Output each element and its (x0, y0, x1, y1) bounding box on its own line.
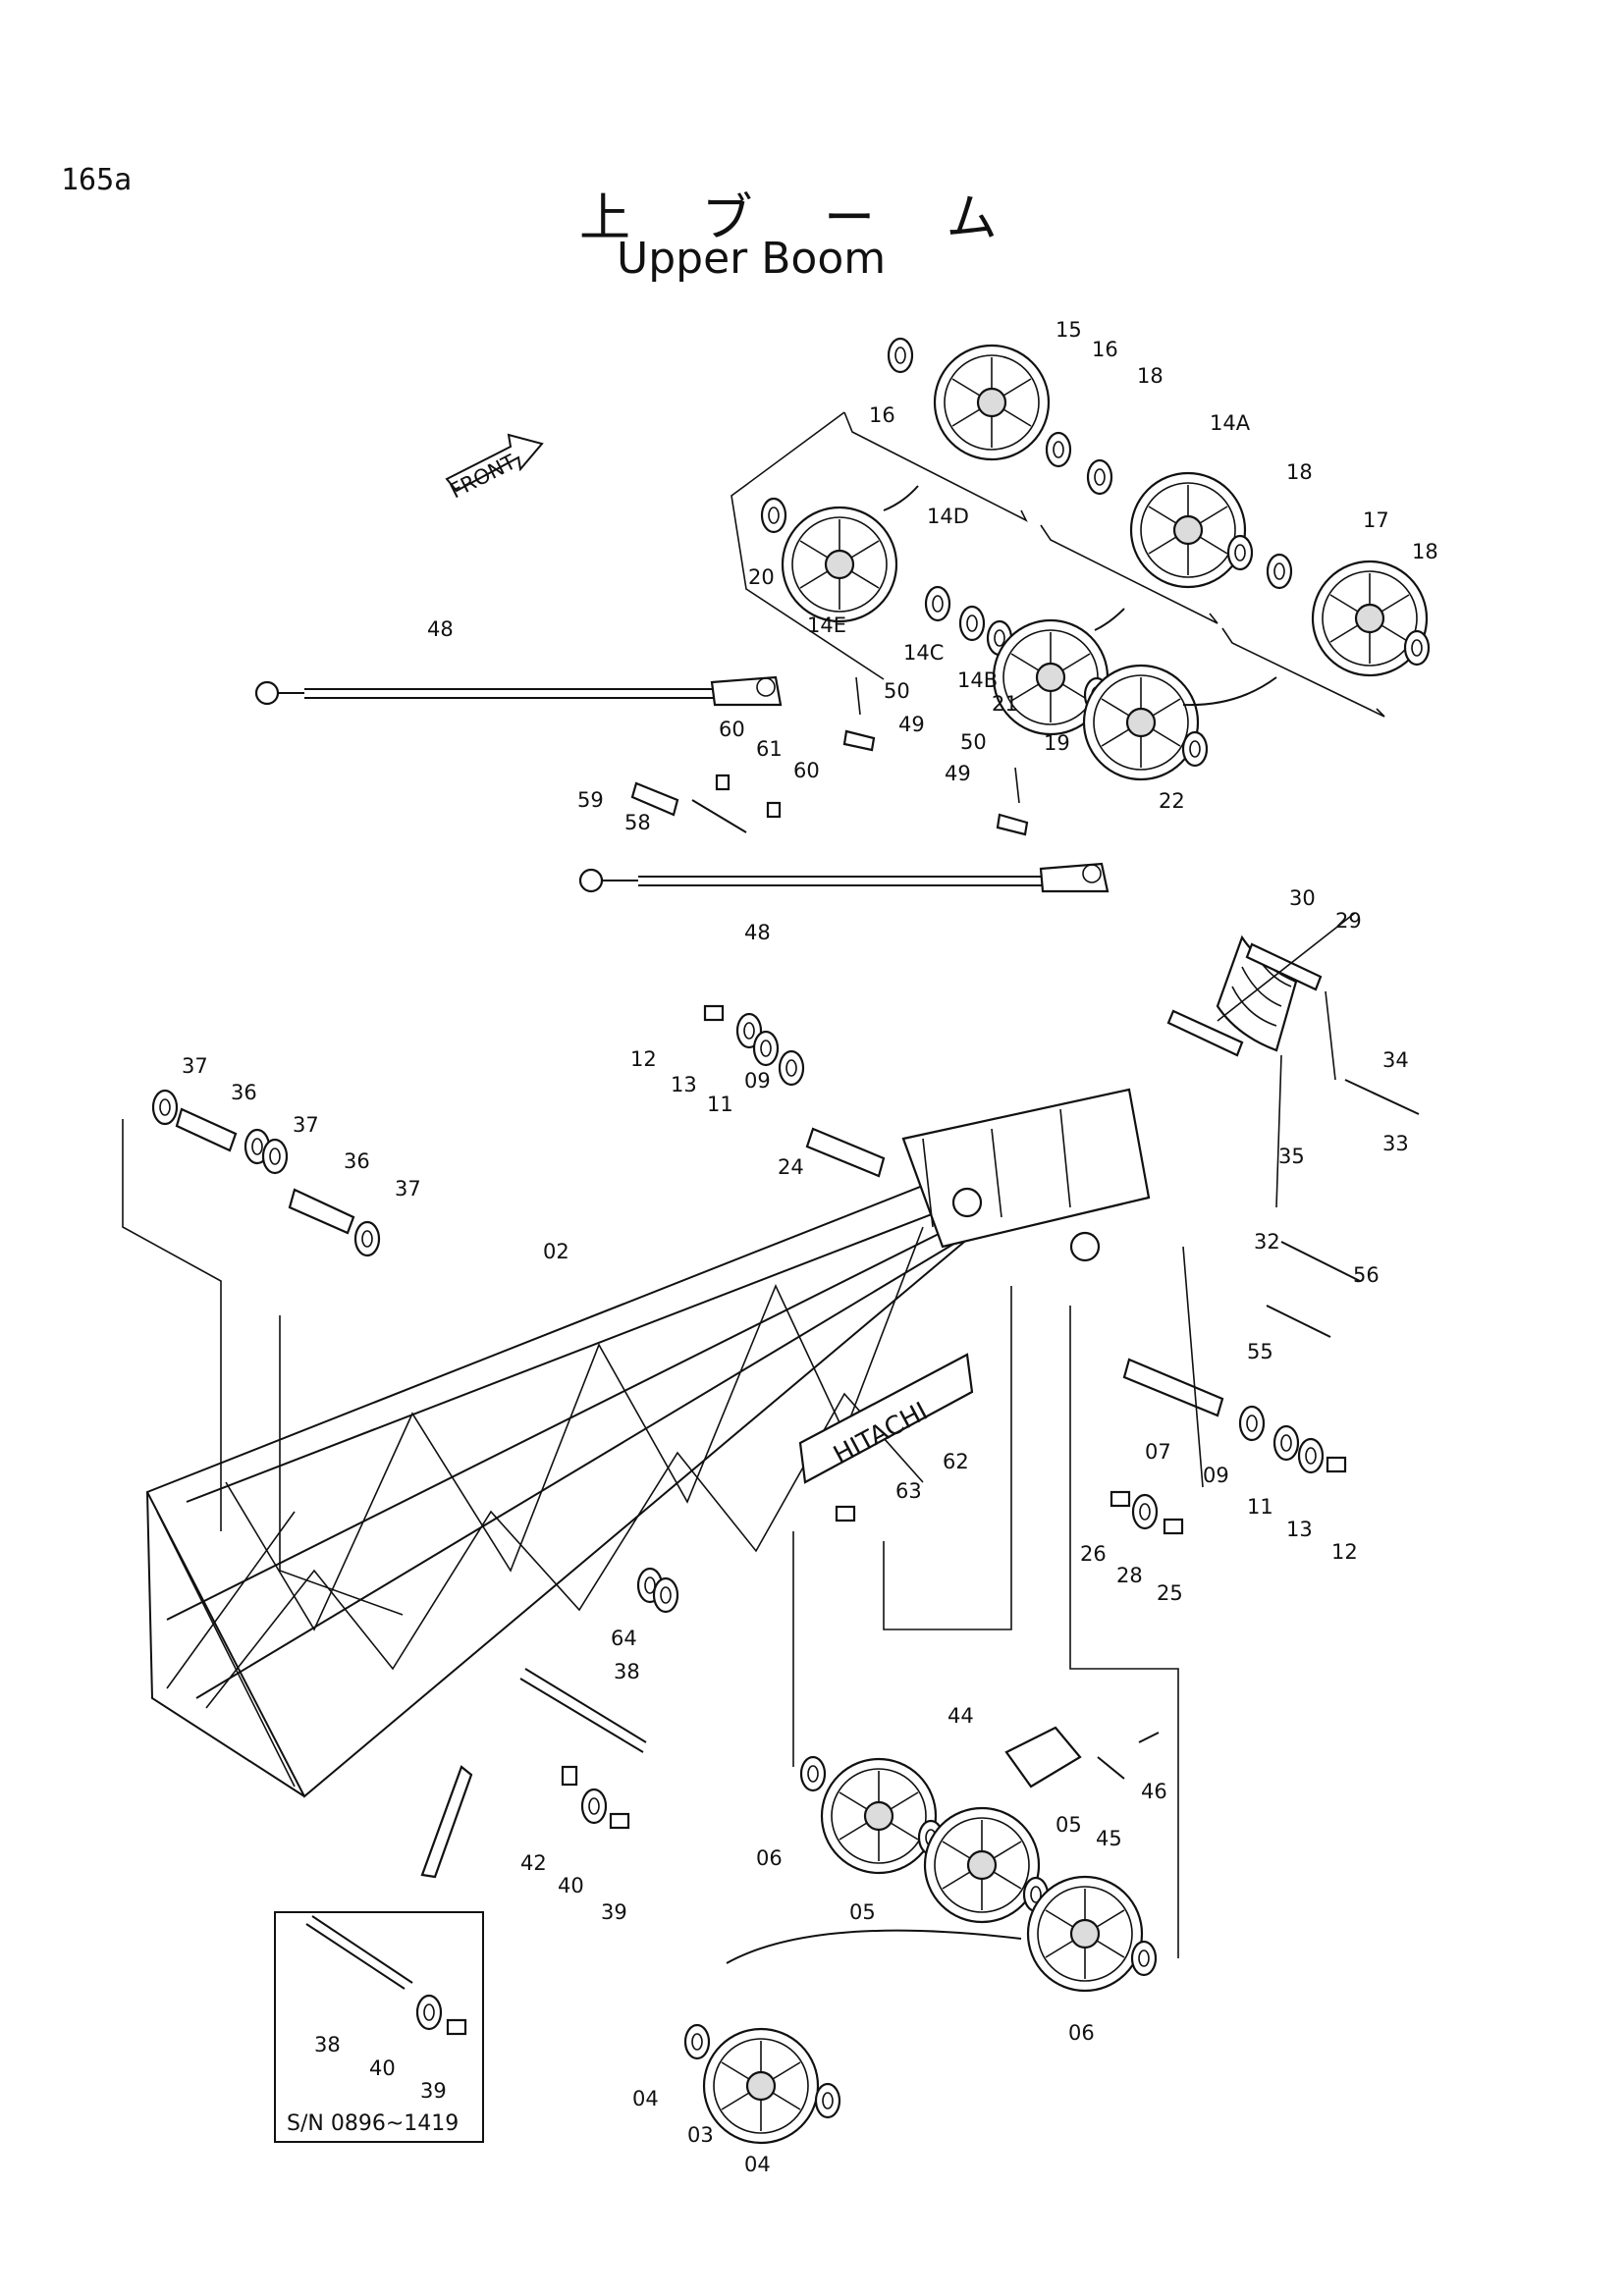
callout-c18c: 18 (1412, 540, 1438, 563)
callout-c16b: 16 (869, 403, 895, 427)
callout-c63: 63 (895, 1479, 922, 1503)
callout-c50b: 50 (960, 730, 987, 754)
callout-c19: 19 (1044, 731, 1070, 755)
page-number: 165a (61, 163, 133, 197)
callout-c48b: 48 (744, 921, 771, 944)
callout-c11a: 11 (707, 1093, 733, 1116)
pins-and-clips (630, 676, 1029, 836)
callout-c25: 25 (1157, 1581, 1183, 1605)
guide-roller-assembly (1166, 934, 1420, 1282)
callout-c55: 55 (1247, 1340, 1273, 1363)
callout-c36a: 36 (231, 1081, 257, 1104)
pendant-rope-upper (254, 675, 783, 707)
upper-hardware (703, 1004, 886, 1178)
callout-c37a: 37 (182, 1054, 208, 1078)
title-english: Upper Boom (617, 234, 887, 284)
callout-c20: 20 (748, 565, 775, 589)
callout-c37b: 37 (293, 1113, 319, 1137)
callout-c38b: 38 (314, 2033, 341, 2056)
callout-c64: 64 (611, 1627, 637, 1650)
callout-c39a: 39 (601, 1900, 627, 1924)
callout-c14C: 14C (903, 641, 944, 665)
callout-c17: 17 (1363, 508, 1389, 532)
title-japanese: 上 ブ ー ム (579, 189, 1025, 248)
callout-c50a: 50 (884, 679, 910, 703)
callout-c22: 22 (1159, 789, 1185, 813)
callout-c06b: 06 (1068, 2021, 1095, 2045)
front-arrow-icon: FRONT (445, 433, 544, 503)
serial-inset-box: S/N 0896~1419 (274, 1911, 484, 2143)
callout-c58: 58 (624, 811, 651, 834)
sheave-group-top (843, 337, 1431, 718)
callout-c46: 46 (1141, 1780, 1167, 1803)
callout-c61: 61 (756, 737, 783, 761)
callout-c12a: 12 (630, 1047, 657, 1071)
callout-c14E: 14E (807, 614, 846, 637)
callout-c30: 30 (1289, 886, 1316, 910)
callout-c44: 44 (947, 1704, 974, 1728)
callout-c34: 34 (1382, 1048, 1409, 1072)
callout-c05a: 05 (1056, 1813, 1082, 1837)
callout-c07: 07 (1145, 1440, 1171, 1464)
callout-c03: 03 (687, 2123, 714, 2147)
callout-c45: 45 (1096, 1827, 1122, 1850)
callout-c24: 24 (778, 1155, 804, 1179)
callout-c13b: 13 (1286, 1518, 1313, 1541)
callout-c09b: 09 (1203, 1464, 1229, 1487)
callout-c35: 35 (1278, 1145, 1305, 1168)
callout-c62: 62 (943, 1450, 969, 1473)
inset-serial: S/N 0896~1419 (287, 2111, 459, 2136)
callout-c39b: 39 (420, 2079, 447, 2103)
callout-c06a: 06 (756, 1846, 783, 1870)
callout-c40a: 40 (558, 1874, 584, 1897)
callout-c18b: 18 (1286, 460, 1313, 484)
callout-c28: 28 (1116, 1564, 1143, 1587)
callout-c21: 21 (992, 692, 1018, 716)
callout-c26: 26 (1080, 1542, 1107, 1566)
callout-c29: 29 (1335, 909, 1362, 933)
callout-c13a: 13 (671, 1073, 697, 1096)
callout-c04a: 04 (632, 2087, 659, 2110)
callout-c38a: 38 (614, 1660, 640, 1683)
callout-c15: 15 (1056, 318, 1082, 342)
callout-c37c: 37 (395, 1177, 421, 1201)
callout-c36b: 36 (344, 1149, 370, 1173)
front-arrow-label: FRONT (446, 450, 519, 503)
callout-c14A: 14A (1210, 411, 1251, 435)
sheave-group-middle (760, 485, 1277, 781)
pendant-rope-lower (578, 862, 1110, 893)
callout-c49a: 49 (898, 713, 925, 736)
callout-c09a: 09 (744, 1069, 771, 1093)
callout-c49b: 49 (945, 762, 971, 785)
callout-c14B: 14B (957, 668, 998, 692)
callout-c60b: 60 (793, 759, 820, 782)
callout-c16a: 16 (1092, 338, 1118, 361)
callout-c40b: 40 (369, 2056, 396, 2080)
callout-c04b: 04 (744, 2153, 771, 2176)
right-pins (835, 1305, 1347, 1535)
callout-c14D: 14D (927, 505, 969, 528)
left-pins (151, 1089, 381, 1257)
callout-c02: 02 (543, 1240, 569, 1263)
callout-c48a: 48 (427, 617, 454, 641)
callout-c18a: 18 (1137, 364, 1164, 388)
callout-c33: 33 (1382, 1132, 1409, 1155)
lower-shaft (420, 1567, 679, 1879)
callout-c56: 56 (1353, 1263, 1380, 1287)
callout-c60a: 60 (719, 718, 745, 741)
callout-c32: 32 (1254, 1230, 1280, 1254)
leader-lines (122, 411, 1356, 1958)
callout-c11b: 11 (1247, 1495, 1273, 1519)
callout-c05b: 05 (849, 1900, 876, 1924)
sheave-group-lower (683, 1726, 1160, 2145)
callout-c42: 42 (520, 1851, 547, 1875)
callout-c12b: 12 (1331, 1540, 1358, 1564)
callout-c59: 59 (577, 788, 604, 812)
